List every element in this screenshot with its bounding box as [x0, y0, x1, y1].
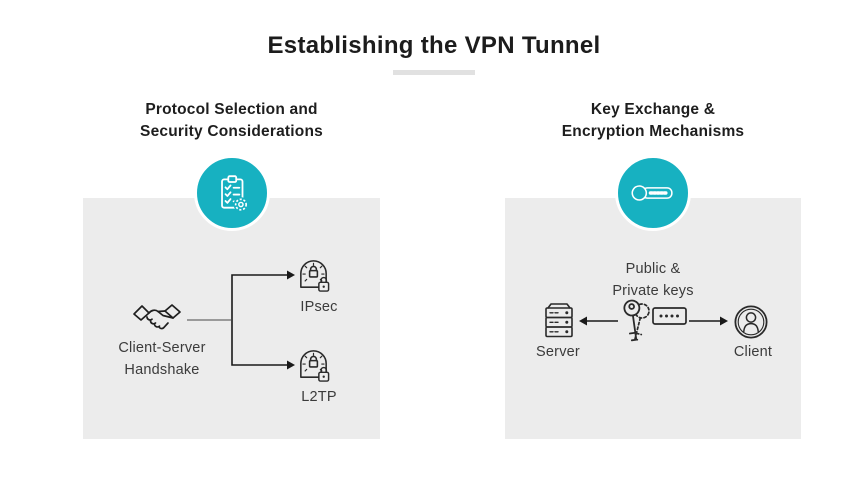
- ipsec-node-label: IPsec: [300, 299, 338, 315]
- title-underline: [393, 70, 475, 75]
- branch-connector-lines: [187, 270, 295, 370]
- checklist-gear-icon: [221, 175, 249, 212]
- key-exchange-badge: [615, 155, 691, 231]
- exchange-arrows: [579, 316, 728, 326]
- key-fob-icon: [631, 185, 673, 201]
- right-heading-line1: Key Exchange &: [590, 101, 716, 118]
- left-heading-line2: Security Considerations: [140, 123, 323, 140]
- client-node-label: Client: [733, 344, 773, 360]
- keys-password-icon: [623, 299, 687, 342]
- keys-node-label: Public & Private keys: [563, 258, 743, 302]
- left-heading-line1: Protocol Selection and: [145, 101, 318, 118]
- left-section-heading: Protocol Selection and Security Consider…: [83, 99, 380, 143]
- handshake-icon: [133, 304, 181, 330]
- person-circle-icon: [734, 305, 768, 339]
- key-exchange-panel: Public & Private keys: [505, 198, 801, 439]
- protocol-badge: [194, 155, 270, 231]
- right-heading-line2: Encryption Mechanisms: [561, 123, 745, 140]
- page-title: Establishing the VPN Tunnel: [267, 32, 601, 59]
- right-section-heading: Key Exchange & Encryption Mechanisms: [505, 99, 801, 143]
- keys-label-line2: Private keys: [612, 283, 694, 299]
- server-node-label: Server: [536, 344, 580, 360]
- protocol-selection-panel: Client-Server Handshake IPsec: [83, 198, 380, 439]
- handshake-node-label: Client-Server Handshake: [85, 337, 239, 381]
- l2tp-node-label: L2TP: [301, 389, 337, 405]
- keys-label-line1: Public &: [625, 261, 681, 277]
- handshake-label-line2: Handshake: [124, 362, 200, 378]
- tunnel-lock-icon: [300, 350, 330, 382]
- tunnel-lock-icon: [300, 260, 330, 292]
- server-icon: [545, 303, 573, 338]
- handshake-label-line1: Client-Server: [118, 340, 206, 356]
